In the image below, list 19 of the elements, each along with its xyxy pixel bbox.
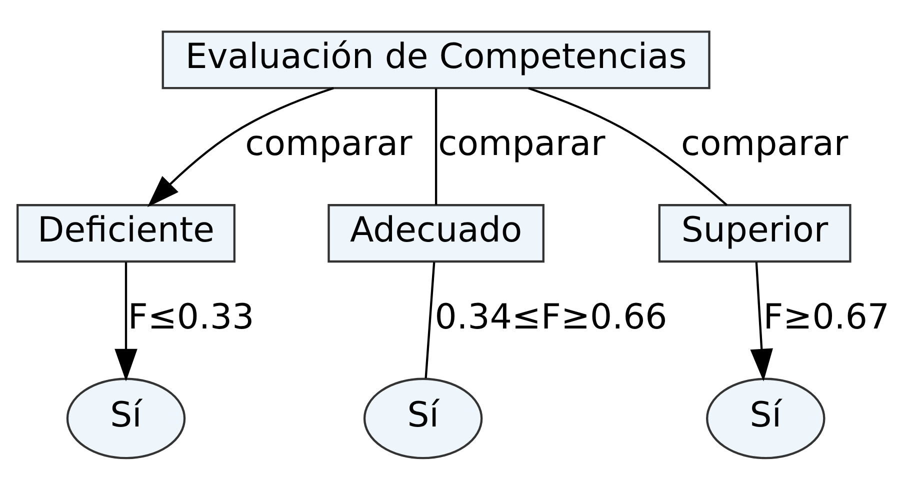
connector [434,88,438,205]
arrow [750,262,773,382]
edge-label: F≤0.33 [128,297,254,338]
node-ellipse: Sí [706,378,826,460]
node-box: Deficiente [16,204,236,263]
edge-label: F≥0.67 [763,297,890,338]
arrow [114,262,138,382]
edge-label: comparar [245,124,412,164]
node-box: Superior [658,204,852,263]
edge-label: comparar [438,124,606,164]
edge-label: 0.34≤F≥0.66 [434,297,668,338]
edge-label: comparar [680,124,848,164]
connector [424,262,436,378]
arrow [147,87,334,208]
connector [528,87,728,206]
node-ellipse: Sí [363,378,483,460]
node-box: Evaluación de Competencias [162,30,710,90]
node-ellipse: Sí [66,378,186,460]
node-box: Adecuado [328,204,544,263]
